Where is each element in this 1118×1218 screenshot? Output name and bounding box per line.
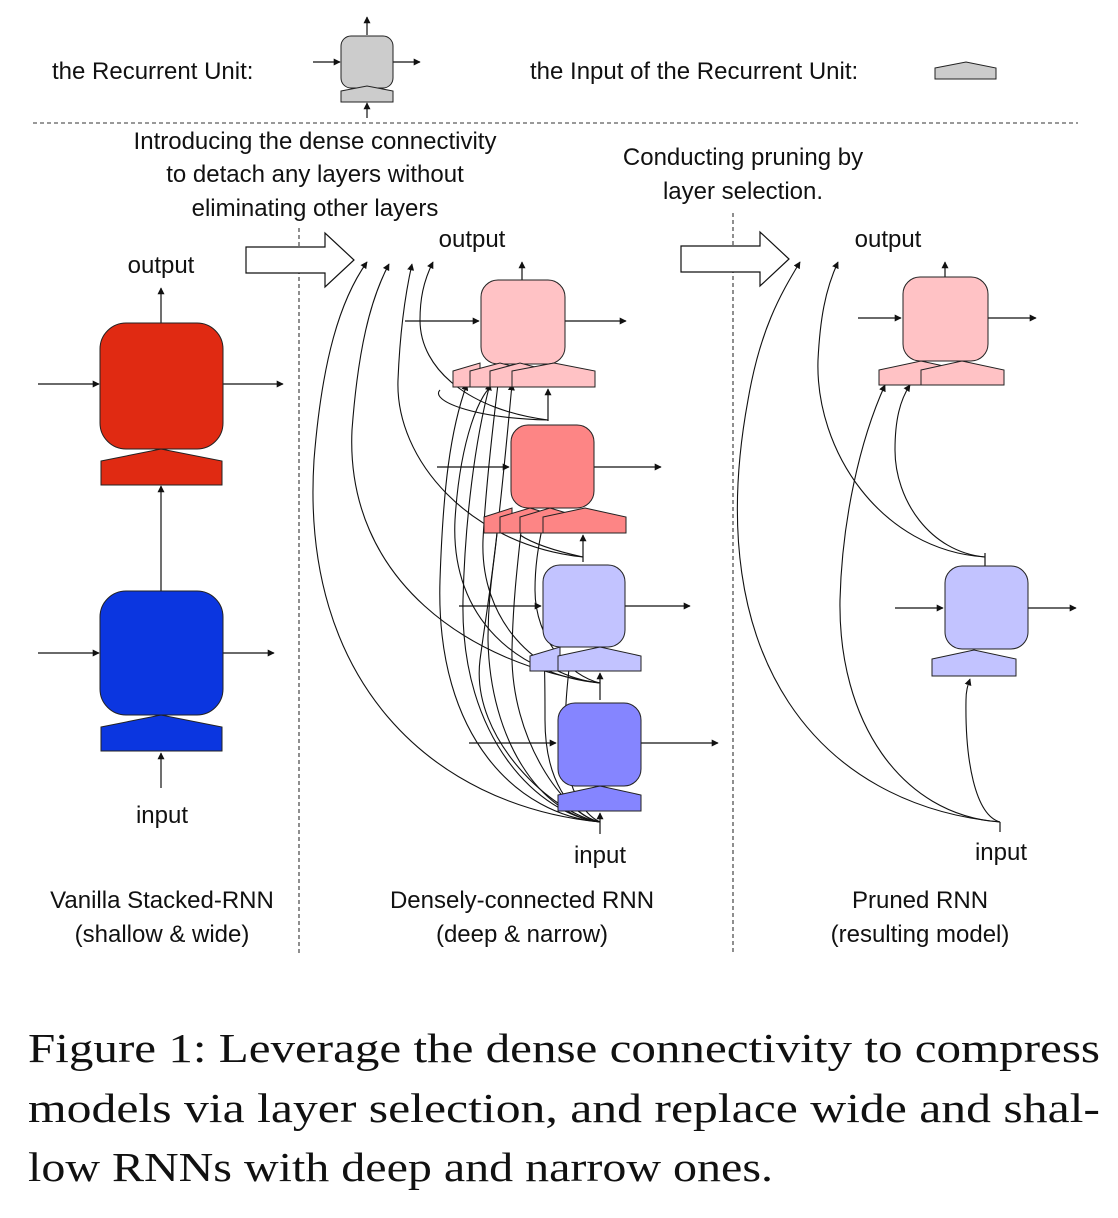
pruned-rnn-panel: output input Pruned RNN (resulting model…	[736, 226, 1077, 948]
pruned-input-label: input	[975, 839, 1027, 866]
figure-caption: Figure 1: Leverage the dense connectivit…	[28, 1025, 1100, 1190]
legend-recurrent-unit-icon	[313, 16, 421, 118]
legend: the Recurrent Unit: the Input of the Rec…	[52, 16, 997, 118]
pruned-title-line2: (resulting model)	[831, 921, 1010, 948]
pruned-output-label: output	[855, 226, 922, 253]
dense-annotation-line1: Introducing the dense connectivity	[134, 128, 497, 155]
legend-recurrent-unit-label: the Recurrent Unit:	[52, 58, 253, 85]
pruned-bottom-recurrent-unit	[931, 565, 1029, 677]
caption-line3: low RNNs with deep and narrow ones.	[28, 1144, 773, 1190]
prune-annotation-line2: layer selection.	[663, 178, 823, 205]
hollow-arrow-left	[245, 231, 355, 289]
pruned-title-line1: Pruned RNN	[852, 887, 988, 914]
vanilla-title-line1: Vanilla Stacked-RNN	[50, 887, 274, 914]
pruned-skip-connections	[736, 261, 1001, 823]
caption-line1: Figure 1: Leverage the dense connectivit…	[28, 1025, 1100, 1071]
hollow-arrow-right	[680, 230, 790, 288]
prune-annotation: Conducting pruning by layer selection.	[623, 144, 863, 288]
caption-line2: models via layer selection, and replace …	[28, 1085, 1100, 1131]
vanilla-output-label: output	[128, 252, 195, 279]
dense-title-line2: (deep & narrow)	[436, 921, 608, 948]
dense-input-label: input	[574, 842, 626, 869]
vanilla-top-recurrent-unit	[99, 322, 224, 486]
dense-annotation-line3: eliminating other layers	[192, 195, 439, 222]
dense-layer2-recurrent-unit	[529, 564, 642, 672]
dense-layer3-recurrent-unit	[483, 424, 627, 534]
vanilla-title-line2: (shallow & wide)	[75, 921, 250, 948]
densely-connected-rnn-panel: output	[312, 226, 719, 948]
pruned-top-recurrent-unit	[878, 276, 1005, 386]
vanilla-input-label: input	[136, 802, 188, 829]
dense-output-label: output	[439, 226, 506, 253]
vanilla-stacked-rnn-panel: output input Vanilla Stacked-RNN (shallo…	[38, 252, 284, 948]
dense-annotation: Introducing the dense connectivity to de…	[134, 128, 497, 289]
dense-layer1-recurrent-unit	[557, 702, 642, 812]
prune-annotation-line1: Conducting pruning by	[623, 144, 863, 171]
legend-input-unit-icon	[934, 61, 997, 80]
vanilla-bottom-recurrent-unit	[99, 590, 224, 752]
dense-annotation-line2: to detach any layers without	[166, 161, 464, 188]
dense-layer4-recurrent-unit	[452, 279, 596, 388]
legend-input-unit-label: the Input of the Recurrent Unit:	[530, 58, 858, 85]
dense-title-line1: Densely-connected RNN	[390, 887, 654, 914]
